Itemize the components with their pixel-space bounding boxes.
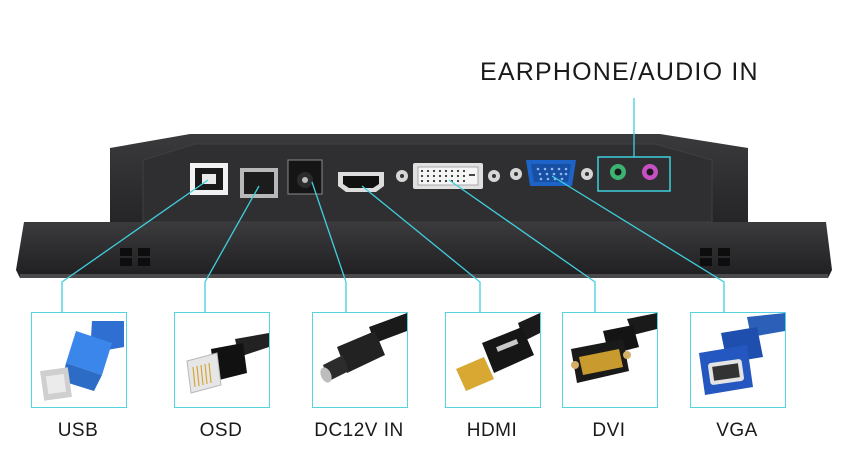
dc-port	[287, 159, 323, 195]
hdmi-label: HDMI	[466, 420, 518, 441]
osd-label: OSD	[199, 420, 243, 441]
dvi-cable-box	[562, 312, 658, 408]
flange-edge	[20, 274, 828, 278]
osd-cable-box	[174, 312, 270, 408]
usb-port	[190, 163, 228, 195]
usb-b-cable-icon	[40, 321, 124, 401]
monitor-flange	[16, 222, 832, 278]
vga-port	[510, 160, 593, 186]
dc-barrel-plug-icon	[320, 313, 407, 383]
vga-cable-box	[690, 312, 786, 408]
vga-label: VGA	[716, 420, 758, 441]
dvi-label: DVI	[592, 420, 626, 441]
vent-slots-left	[120, 248, 150, 266]
hdmi-port	[338, 172, 384, 192]
vga-cable-icon	[699, 313, 785, 395]
hdmi-cable-icon	[456, 313, 540, 391]
osd-port	[240, 168, 278, 198]
vent-slots-right	[700, 248, 730, 266]
dc-cable-box	[312, 312, 408, 408]
dc12v-in-label: DC12V IN	[314, 420, 404, 441]
leader-lines	[61, 98, 725, 312]
hdmi-cable-box	[445, 312, 541, 408]
earphone-audio-label: EARPHONE/AUDIO IN	[480, 58, 759, 86]
rj45-cable-icon	[186, 333, 269, 394]
dvi-port	[396, 163, 500, 189]
usb-label: USB	[57, 420, 99, 441]
usb-cable-box	[31, 312, 127, 408]
dvi-cable-icon	[571, 313, 657, 383]
